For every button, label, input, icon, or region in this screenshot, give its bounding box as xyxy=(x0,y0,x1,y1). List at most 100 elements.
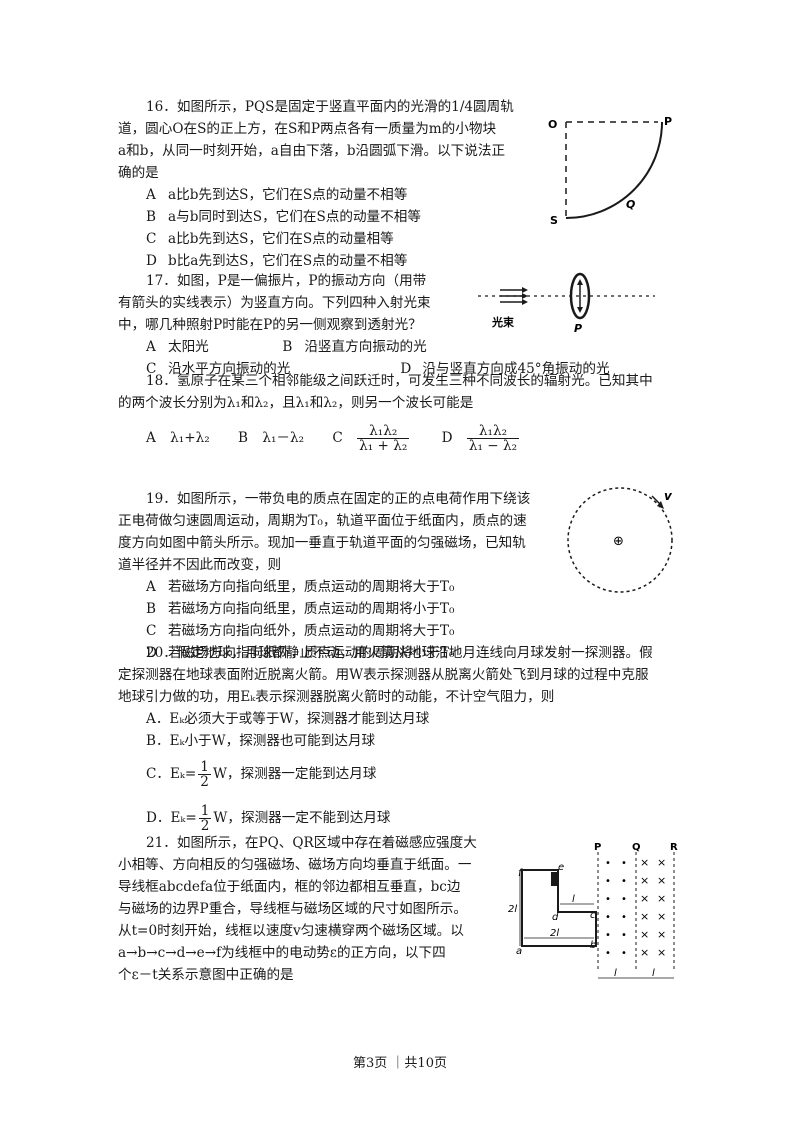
svg-text:×: × xyxy=(640,928,649,941)
svg-text:×: × xyxy=(640,892,649,905)
q20-line-2: 定探测器在地球表面附近脱离火箭。用W表示探测器从脱离火箭处飞到月球的过程中克服 xyxy=(118,667,649,683)
label-l-region-2: l xyxy=(652,968,655,979)
q16-quarter-circle-figure: O P Q S xyxy=(548,115,672,227)
svg-text:•: • xyxy=(605,858,611,869)
q18-option-d-label: D xyxy=(441,430,453,446)
svg-text:×: × xyxy=(657,892,666,905)
q18-line-2: 的两个波长分别为λ₁和λ₂，且λ₁和λ₂，则另一个波长可能是 xyxy=(118,395,474,411)
q19-line-2: 正电荷做匀速圆周运动，周期为T₀，轨道平面位于纸面内，质点的速 xyxy=(118,513,527,529)
q20-line-3: 地球引力做的功，用Eₖ表示探测器脱离火箭时的动能，不计空气阻力，则 xyxy=(118,689,555,705)
svg-text:×: × xyxy=(640,910,649,923)
q18-option-b-text: λ₁－λ₂ xyxy=(262,430,305,446)
label-2l-bottom: 2l xyxy=(550,928,559,939)
boundary-q-label: Q xyxy=(632,842,641,853)
svg-text:×: × xyxy=(657,874,666,887)
question-20: 20．假定地球，月球都静止不动，用火箭从地球沿地月连线向月球发射一探测器。假 定… xyxy=(118,642,688,840)
svg-text:•: • xyxy=(621,912,627,923)
q19-line-1: 19．如图所示，一带负电的质点在固定的正的点电荷作用下绕该 xyxy=(146,491,531,507)
label-f: f xyxy=(518,868,523,879)
field-out-of-page-dots: • • • • • • • • • • • • xyxy=(605,858,627,959)
label-beam: 光束 xyxy=(491,315,515,329)
field-into-page-crosses: ×× ×× ×× ×× ×× ×× xyxy=(640,856,666,959)
q17-line-1: 17．如图，P是一偏振片，P的振动方向（用带 xyxy=(146,273,427,289)
q18-option-a-text: λ₁+λ₂ xyxy=(170,430,210,446)
svg-text:×: × xyxy=(657,928,666,941)
svg-text:•: • xyxy=(621,948,627,959)
svg-text:×: × xyxy=(657,856,666,869)
svg-text:•: • xyxy=(605,948,611,959)
label-c: c xyxy=(590,910,596,921)
q18-option-c-label: C xyxy=(332,430,343,446)
velocity-label: v xyxy=(664,489,673,503)
svg-text:•: • xyxy=(605,894,611,905)
q18-option-c-fraction: λ₁λ₂ λ₁ + λ₂ xyxy=(357,423,410,454)
q18-line-1: 18．氢原子在某三个相邻能级之间跃迁时，可发生三种不同波长的辐射光。已知其中 xyxy=(146,373,653,389)
q16-line-1: 16．如图所示，PQS是固定于竖直平面内的光滑的1/4圆周轨 xyxy=(146,99,514,115)
q17-line-2: 有箭头的实线表示）为竖直方向。下列四种入射光束 xyxy=(118,295,431,311)
q21-line-1: 21．如图所示，在PQ、QR区域中存在着磁感应强度大 xyxy=(146,835,477,851)
svg-text:×: × xyxy=(657,946,666,959)
q21-line-4: 与磁场的边界P重合，导线框与磁场区域的尺寸如图所示。 xyxy=(118,901,467,917)
label-polarizer-p: P xyxy=(574,322,582,335)
label-2l-side: 2l xyxy=(508,904,517,915)
svg-text:•: • xyxy=(605,912,611,923)
boundary-p-label: P xyxy=(594,842,601,853)
svg-text:•: • xyxy=(605,876,611,887)
question-18: 18．氢原子在某三个相邻能级之间跃迁时，可发生三种不同波长的辐射光。已知其中 的… xyxy=(118,370,678,414)
q17-polarizer-figure: 光束 P xyxy=(478,272,655,335)
q18-option-b-label: B xyxy=(238,430,249,446)
svg-text:•: • xyxy=(621,930,627,941)
label-e: e xyxy=(558,862,564,873)
q17-line-3: 中，哪几种照射P时能在P的另一侧观察到透射光？ xyxy=(118,317,422,333)
svg-text:•: • xyxy=(621,894,627,905)
label-d: d xyxy=(552,912,559,923)
svg-text:×: × xyxy=(640,856,649,869)
q16-line-3: a和b，从同一时刻开始，a自由下落，b沿圆弧下滑。以下说法正 xyxy=(118,143,506,159)
label-p: P xyxy=(664,115,672,128)
label-q: Q xyxy=(626,198,635,211)
question-17: 17．如图，P是一偏振片，P的振动方向（用带 有箭头的实线表示）为竖直方向。下列… xyxy=(118,270,678,380)
label-a: a xyxy=(516,946,522,957)
svg-text:×: × xyxy=(657,910,666,923)
q19-circular-orbit-figure: ⊕ v xyxy=(567,487,673,593)
label-l-region-1: l xyxy=(614,968,617,979)
q18-option-d-fraction: λ₁λ₂ λ₁ − λ₂ xyxy=(466,423,520,454)
q21-line-3: 导线框abcdefa位于纸面内，框的邻边都相互垂直，bc边 xyxy=(118,879,461,895)
q20-line-1: 20．假定地球，月球都静止不动，用火箭从地球沿地月连线向月球发射一探测器。假 xyxy=(146,645,653,661)
q21-line-7: 个ε－t关系示意图中正确的是 xyxy=(118,967,294,983)
q21-line-6: a→b→c→d→e→f为线框中的电动势ε的正方向，以下四 xyxy=(118,945,446,961)
question-16: 16．如图所示，PQS是固定于竖直平面内的光滑的1/4圆周轨 道，圆心O在S的正… xyxy=(118,96,558,272)
q21-line-2: 小相等、方向相反的匀强磁场、磁场方向均垂直于纸面。一 xyxy=(118,857,472,873)
label-l-top: l xyxy=(572,894,575,905)
q20-option-b: B．Eₖ小于W，探测器也可能到达月球 xyxy=(146,733,376,749)
q18-options: A λ₁+λ₂ B λ₁－λ₂ C λ₁λ₂ λ₁ + λ₂ D λ₁λ₂ λ₁… xyxy=(146,420,666,456)
label-s: S xyxy=(550,214,558,227)
svg-text:×: × xyxy=(640,874,649,887)
svg-text:•: • xyxy=(605,930,611,941)
positive-charge-icon: ⊕ xyxy=(613,534,624,549)
label-o: O xyxy=(548,118,557,131)
boundary-r-label: R xyxy=(670,842,678,853)
svg-text:•: • xyxy=(621,876,627,887)
q21-wire-frame-field-figure: f e d c b a 2l l 2l P Q R •• •• •• •• ••… xyxy=(508,842,678,979)
q16-line-4: 确的是 xyxy=(118,165,159,181)
question-19: 19．如图所示，一带负电的质点在固定的正的点电荷作用下绕该 正电荷做匀速圆周运动… xyxy=(118,488,568,664)
q16-line-2: 道，圆心O在S的正上方，在S和P两点各有一质量为m的小物块 xyxy=(118,121,497,137)
svg-text:•: • xyxy=(621,858,627,869)
question-21: 21．如图所示，在PQ、QR区域中存在着磁感应强度大 小相等、方向相反的匀强磁场… xyxy=(118,832,518,986)
page-footer: 第3页 ｜共10页 xyxy=(353,1056,447,1071)
q18-option-a-label: A xyxy=(146,430,156,446)
q21-line-5: 从t=0时刻开始，线框以速度v匀速横穿两个磁场区域。以 xyxy=(118,923,464,939)
